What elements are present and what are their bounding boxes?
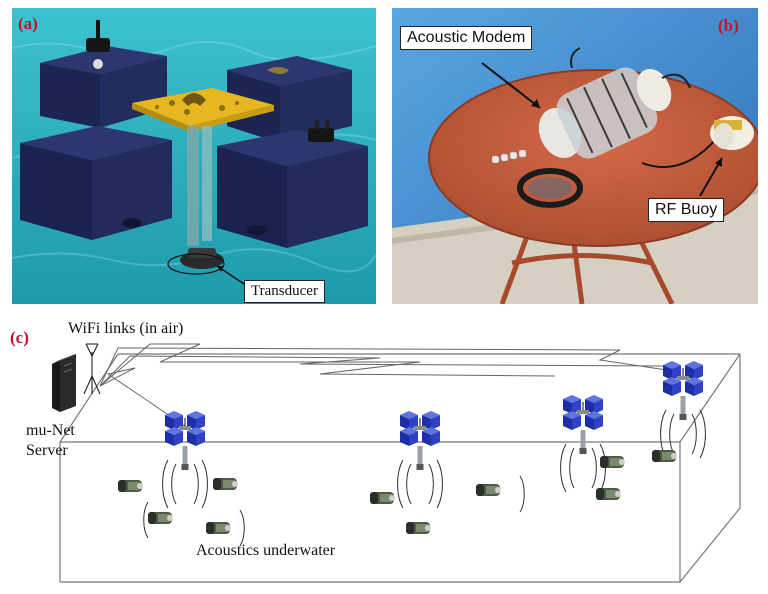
server-icon [52, 354, 76, 412]
transducer-callout: Transducer [244, 280, 325, 303]
buoy-node-1 [165, 411, 205, 470]
panel-b-label: (b) [718, 16, 739, 35]
acoustic-waves [143, 409, 706, 547]
acoustic-modem-icon [538, 47, 691, 159]
network-diagram [52, 343, 741, 583]
server-label-line1: mu-Net [26, 422, 75, 439]
buoy-platform-illustration [12, 8, 376, 304]
underwater-node [596, 488, 621, 500]
ring-gasket [517, 168, 583, 208]
panel-a-photo: (a) Transducer [12, 8, 376, 304]
panel-c-network-diagram: (c) WiFi links (in air) mu-Net Server Ac… [0, 314, 768, 594]
transducer-mast [187, 126, 212, 246]
sensor-node-icon [308, 120, 334, 142]
rf-buoy-icon [641, 116, 754, 169]
underwater-node [118, 480, 143, 492]
float-box-front-right [217, 130, 368, 248]
server-label-line2: Server [26, 442, 68, 459]
underwater-node [213, 478, 238, 490]
wifi-links-label: WiFi links (in air) [68, 320, 184, 337]
buoy-node-2 [400, 411, 440, 470]
underwater-node [476, 484, 501, 496]
buoy-node-3 [563, 395, 603, 454]
modem-arrow [481, 62, 541, 109]
water-volume-box [59, 353, 741, 583]
float-box-back-left [40, 46, 167, 128]
underwater-node [370, 492, 395, 504]
wifi-antenna-icon [83, 343, 101, 395]
modem-on-table-illustration [392, 8, 758, 304]
underwater-node [148, 512, 173, 524]
yellow-plate [132, 88, 274, 132]
acoustics-label: Acoustics underwater [196, 542, 336, 559]
acoustic-modem-callout: Acoustic Modem [400, 26, 533, 50]
underwater-node [206, 522, 231, 534]
underwater-node [600, 456, 625, 468]
underwater-node [406, 522, 431, 534]
panel-a-label: (a) [18, 14, 38, 33]
rf-buoy-callout: RF Buoy [648, 198, 725, 222]
connectors [491, 149, 527, 164]
panel-c-label: (c) [10, 328, 29, 347]
transducer-icon [167, 248, 225, 275]
underwater-node [652, 450, 677, 462]
float-box-front-left [20, 126, 172, 240]
panel-b-photo: Acoustic Modem RF Buoy (b) [392, 8, 758, 304]
buoy-node-4 [663, 361, 703, 420]
wifi-links [99, 343, 681, 427]
antenna-icon [86, 20, 110, 69]
